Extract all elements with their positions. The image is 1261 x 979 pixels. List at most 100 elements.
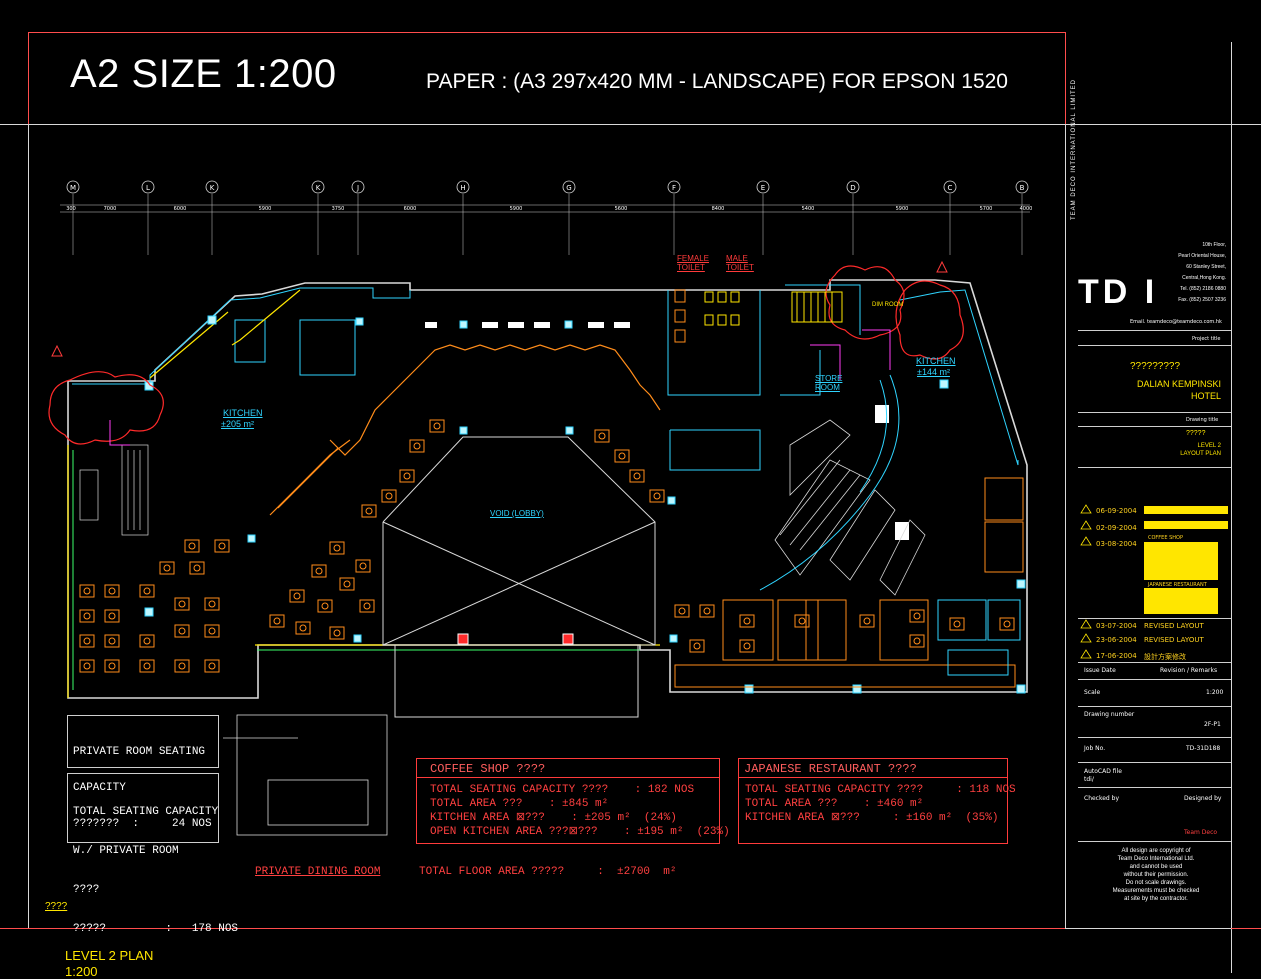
coffee-row-2: TOTAL AREA ??? : ±845 m² [430, 798, 609, 810]
grid-bubble-label: J [356, 184, 359, 192]
footer-scale: 1:200 [65, 964, 98, 979]
private-room-capacity-box: PRIVATE ROOM SEATING CAPACITY ??????? : … [67, 715, 219, 830]
dining-table-set [674, 604, 690, 618]
private-room-line2: CAPACITY [73, 782, 126, 794]
japanese-row-1: TOTAL SEATING CAPACITY ???? : 118 NOS [745, 784, 1016, 796]
address-line: Pearl Oriental House, [1178, 253, 1226, 259]
kitchen-right-area: ±144 m² [917, 367, 950, 377]
dining-seat [1003, 620, 1011, 628]
dining-seat [208, 600, 216, 608]
dining-table-set [999, 617, 1015, 631]
dimension-label: 6000 [174, 206, 187, 212]
grid-bubble-label: L [146, 184, 150, 192]
revision-date: 23-06-2004 [1096, 636, 1137, 644]
dining-seat [83, 637, 91, 645]
dining-table-set [381, 489, 397, 503]
revision-note: 設計方案修改 [1144, 653, 1186, 661]
dining-seat [913, 612, 921, 620]
revision-remarks-label: Revision / Remarks [1160, 667, 1218, 674]
dining-table-set [614, 449, 630, 463]
dining-table-set [339, 577, 355, 591]
japanese-restaurant-walls [674, 477, 1024, 688]
title-block: TD I TEAM DECO INTERNATIONAL LIMITED 10t… [1066, 79, 1231, 928]
total-floor-area: TOTAL FLOOR AREA ????? : ±2700 m² [419, 866, 677, 878]
dimension-label: 300 [66, 206, 76, 212]
drawing-number: 2F-P1 [1204, 721, 1221, 728]
void-pillars [457, 633, 574, 645]
dining-seat [108, 662, 116, 670]
dining-table-set [739, 614, 755, 628]
dim-room-label: DIM ROOM [872, 302, 904, 308]
revision-note: REVISED LAYOUT [1144, 622, 1204, 630]
revision-note: JAPANESE RESTAURANT [1148, 582, 1207, 588]
cloud-outlines [48, 265, 964, 445]
female-toilet-label: FEMALE TOILET [677, 254, 710, 272]
company-address: 10th Floor, Pearl Oriental House, 60 Sta… [1161, 240, 1226, 306]
orange-counters [269, 344, 661, 516]
dimension-label: 7000 [104, 206, 117, 212]
private-room-line1: PRIVATE ROOM SEATING [73, 746, 206, 758]
dining-seat [743, 642, 751, 650]
dining-seat [365, 507, 373, 515]
dining-seat [208, 662, 216, 670]
drawing-name: LEVEL 2 LAYOUT PLAN [1180, 443, 1221, 457]
main-frame-left [28, 124, 29, 929]
company-email: Email. teamdeco@teamdeco.com.hk [1130, 319, 1222, 325]
dining-table-set [739, 639, 755, 653]
dimension-label: 5900 [896, 206, 909, 212]
project-name: DALIAN KEMPINSKI HOTEL [1136, 379, 1221, 401]
grid-bubble [311, 180, 325, 194]
dining-seat [633, 472, 641, 480]
seating-clusters [79, 419, 1015, 673]
dining-seat [178, 627, 186, 635]
dining-table-set [204, 597, 220, 611]
company-logo: TD I [1078, 273, 1159, 311]
dining-seat [363, 602, 371, 610]
dining-seat [359, 562, 367, 570]
dimension-label: 8400 [712, 206, 725, 212]
dining-table-set [409, 439, 425, 453]
dimension-label: 5600 [615, 206, 628, 212]
job-no: TD-31D188 [1186, 745, 1221, 752]
paper-setting-text: PAPER : (A3 297x420 MM - LANDSCAPE) FOR … [426, 70, 1008, 93]
grid-bubble [66, 180, 80, 194]
total-seating-line1: TOTAL SEATING CAPACITY [73, 806, 219, 818]
dining-table-set [184, 539, 200, 553]
dining-seat [218, 542, 226, 550]
grid-axis [60, 204, 1030, 213]
dining-table-set [361, 504, 377, 518]
dining-table-set [329, 541, 345, 555]
dimension-label: 5400 [802, 206, 815, 212]
dining-table-set [909, 609, 925, 623]
revision-date: 17-06-2004 [1096, 652, 1137, 660]
total-seating-line3: ???? [73, 884, 100, 896]
green-walls [72, 450, 640, 690]
dining-seat [913, 637, 921, 645]
private-dining-room [223, 714, 388, 836]
dining-seat [703, 607, 711, 615]
dining-table-set [311, 564, 327, 578]
dining-table-set [355, 559, 371, 573]
autocad-label: AutoCAD file [1084, 768, 1122, 775]
copyright-line: and cannot be used [1129, 864, 1183, 870]
grid-bubble-label: D [850, 184, 855, 192]
dining-seat [343, 580, 351, 588]
dining-seat [108, 612, 116, 620]
dining-seat [598, 432, 606, 440]
dining-table-set [159, 561, 175, 575]
copyright-line: Team Deco International Ltd. [1117, 856, 1195, 862]
magenta-walls [109, 329, 891, 446]
dining-table-set [104, 634, 120, 648]
dining-seat [83, 587, 91, 595]
address-line: Fax. (852) 2507 3236 [1178, 297, 1226, 303]
job-no-label: Job No. [1084, 745, 1106, 752]
revision-highlight [1144, 542, 1218, 580]
dining-seat [273, 617, 281, 625]
grid-bubble [943, 180, 957, 194]
grid-bubble [351, 180, 365, 194]
outer-walls [67, 279, 1028, 699]
white-tables [425, 322, 909, 540]
outer-frame-top [28, 32, 1065, 33]
dining-table-set [204, 624, 220, 638]
